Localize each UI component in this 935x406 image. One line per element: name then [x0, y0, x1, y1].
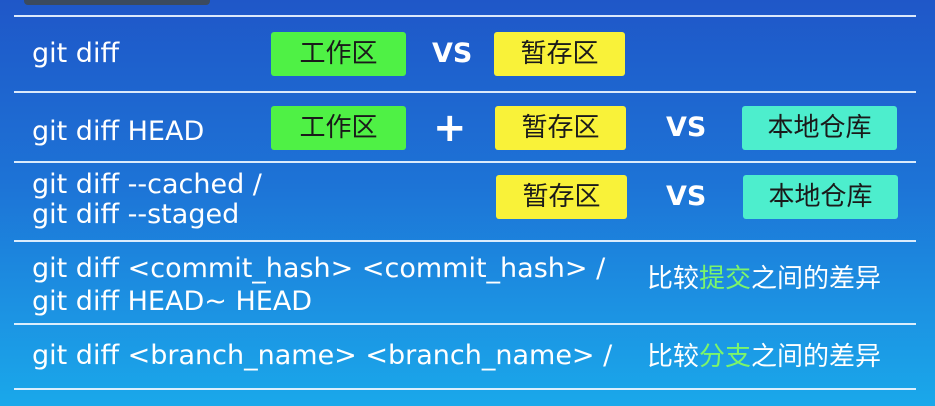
vs-label: VS	[666, 181, 707, 212]
staging-area-box: 暂存区	[496, 175, 627, 219]
description-prefix: 比较	[647, 264, 700, 294]
description-highlight: 分支	[699, 342, 752, 372]
local-repo-box: 本地仓库	[743, 175, 898, 219]
divider	[14, 323, 916, 325]
description-suffix: 之间的差异	[751, 342, 882, 372]
command-text: git diff <branch_name> <branch_name> /	[32, 340, 613, 371]
divider	[14, 240, 916, 242]
description: 比较提交之间的差异	[647, 264, 881, 294]
divider	[14, 161, 916, 163]
divider	[14, 388, 916, 390]
top-tab	[24, 0, 210, 5]
description-prefix: 比较	[647, 342, 700, 372]
local-repo-box: 本地仓库	[742, 106, 897, 150]
command-text-line1: git diff <commit_hash> <commit_hash> /	[32, 253, 606, 284]
vs-label: VS	[432, 38, 473, 69]
description-suffix: 之间的差异	[751, 264, 882, 294]
divider	[14, 15, 916, 17]
description-highlight: 提交	[699, 264, 752, 294]
divider	[14, 91, 916, 93]
command-text-line2: git diff --staged	[32, 199, 240, 230]
plus-sign: +	[433, 105, 467, 151]
command-text: git diff HEAD	[32, 116, 205, 147]
work-area-box: 工作区	[271, 32, 406, 76]
command-text-line1: git diff --cached /	[32, 169, 262, 200]
vs-label: VS	[666, 112, 707, 143]
work-area-box: 工作区	[271, 106, 406, 150]
staging-area-box: 暂存区	[495, 106, 626, 150]
description: 比较分支之间的差异	[647, 342, 881, 372]
command-text: git diff	[32, 38, 120, 69]
command-text-line2: git diff HEAD~ HEAD	[32, 286, 313, 317]
staging-area-box: 暂存区	[494, 32, 625, 76]
